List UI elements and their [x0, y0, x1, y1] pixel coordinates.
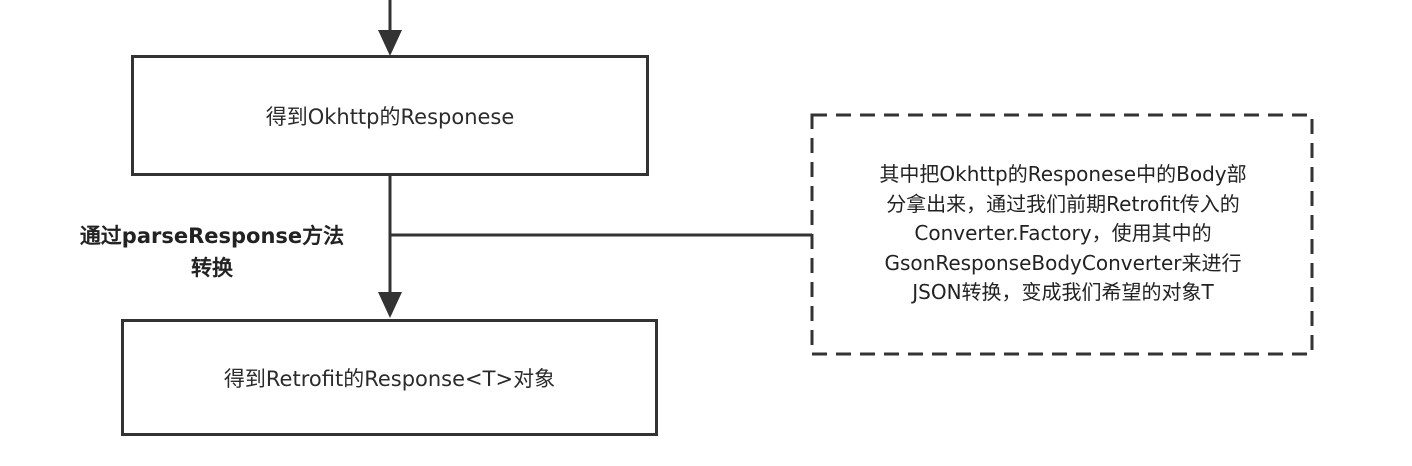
note-line: JSON转换，变成我们希望的对象T	[912, 280, 1214, 304]
note-text: 其中把Okhttp的Responese中的Body部 分拿出来，通过我们前期Re…	[818, 160, 1308, 308]
node-okhttp-response-label: 得到Okhttp的Responese	[265, 104, 515, 129]
incoming-arrow-head	[378, 30, 402, 56]
note-line: Converter.Factory，使用其中的	[914, 221, 1212, 245]
node-retrofit-response-label: 得到Retrofit的Response<T>对象	[223, 366, 556, 391]
note-line: 分拿出来，通过我们前期Retrofit传入的	[886, 191, 1240, 216]
edge-label-line-1: 通过parseResponse方法	[79, 224, 345, 248]
note-box	[810, 113, 1314, 356]
edge-label-line-2: 转换	[191, 256, 233, 280]
note-line: GsonResponseBodyConverter来进行	[884, 250, 1242, 275]
edge-label: 通过parseResponse方法 转换	[52, 220, 372, 284]
node-retrofit-response: 得到Retrofit的Response<T>对象	[121, 319, 658, 436]
main-arrow-head	[378, 292, 402, 318]
note-line: 其中把Okhttp的Responese中的Body部	[879, 162, 1247, 186]
node-okhttp-response: 得到Okhttp的Responese	[131, 55, 649, 176]
